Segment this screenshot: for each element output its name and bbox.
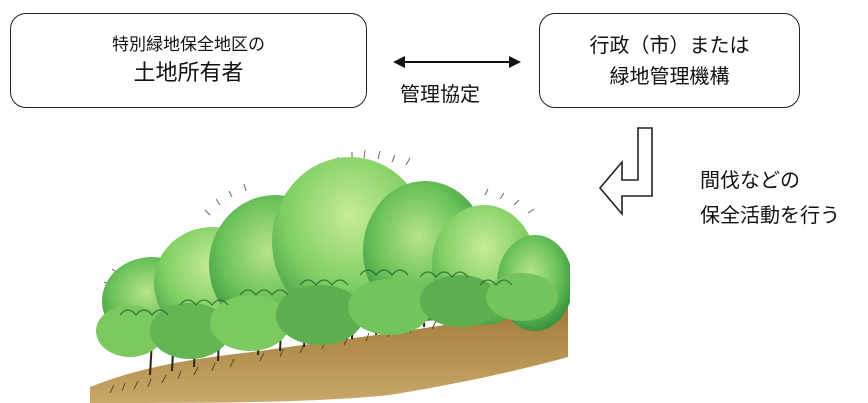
bent-arrow-icon — [598, 127, 653, 217]
activity-label: 間伐などの 保全活動を行う — [700, 163, 840, 233]
manager-line1: 行政（市）または — [589, 32, 750, 57]
forest-illustration — [90, 149, 570, 403]
landowner-box: 特別緑地保全地区の 土地所有者 — [10, 13, 367, 108]
activity-line2: 保全活動を行う — [700, 203, 840, 227]
activity-line1: 間伐などの — [700, 168, 800, 192]
manager-box: 行政（市）または 緑地管理機構 — [539, 13, 800, 108]
double-headed-arrow-icon — [393, 56, 521, 68]
landowner-line1: 特別緑地保全地区の — [112, 34, 265, 55]
agreement-label: 管理協定 — [400, 82, 480, 106]
foliage-scribbles — [119, 269, 513, 316]
tree-canopies — [96, 157, 570, 359]
manager-line2: 緑地管理機構 — [609, 63, 730, 88]
landowner-line2: 土地所有者 — [133, 60, 244, 86]
ground — [90, 305, 568, 403]
